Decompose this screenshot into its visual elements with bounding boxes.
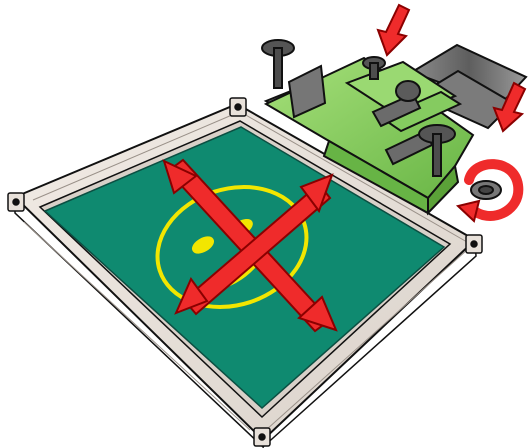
rotate-arrowhead	[458, 201, 479, 221]
down-arrow-icon	[378, 5, 409, 55]
